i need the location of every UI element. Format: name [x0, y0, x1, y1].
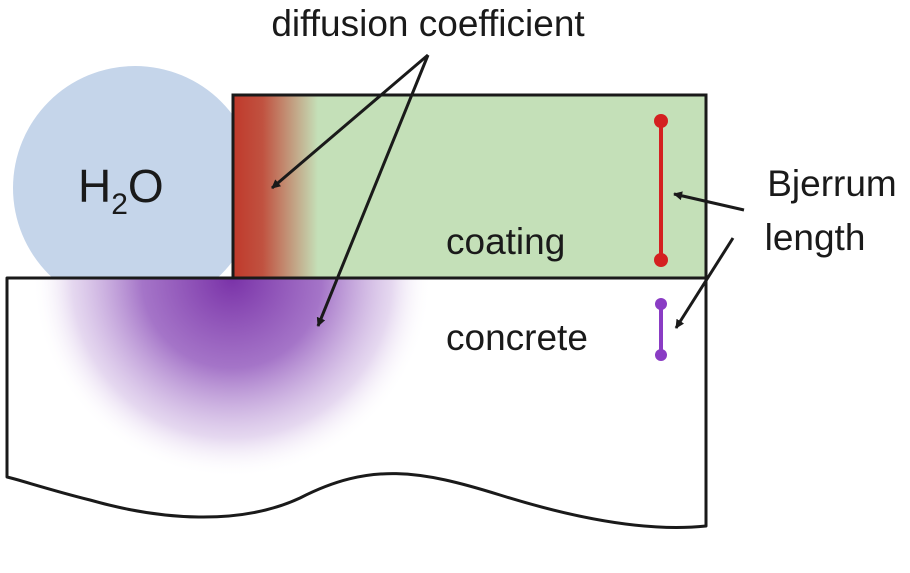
label-concrete: concrete: [446, 317, 588, 358]
label-water-h: H: [78, 160, 111, 212]
concrete-diffusion-gradient: [7, 278, 467, 528]
label-water: H2O: [78, 160, 164, 221]
arrow-diffusion-coating: [271, 53, 429, 190]
arrow-diffusion-concrete: [316, 54, 430, 327]
water-droplet: [13, 66, 257, 310]
label-water-subscript: 2: [111, 188, 128, 221]
label-bjerrum: Bjerrum: [767, 163, 897, 204]
label-water-o: O: [128, 160, 164, 212]
label-diffusion-coefficient: diffusion coefficient: [271, 3, 585, 44]
bjerrum-marker-concrete: [655, 298, 667, 361]
label-coating: coating: [446, 221, 565, 262]
label-length: length: [765, 217, 866, 258]
concrete-outline: [5, 276, 708, 529]
arrow-bjerrum-concrete: [674, 237, 735, 329]
bjerrum-marker-coating: [654, 114, 668, 267]
arrow-bjerrum-coating: [673, 191, 745, 212]
